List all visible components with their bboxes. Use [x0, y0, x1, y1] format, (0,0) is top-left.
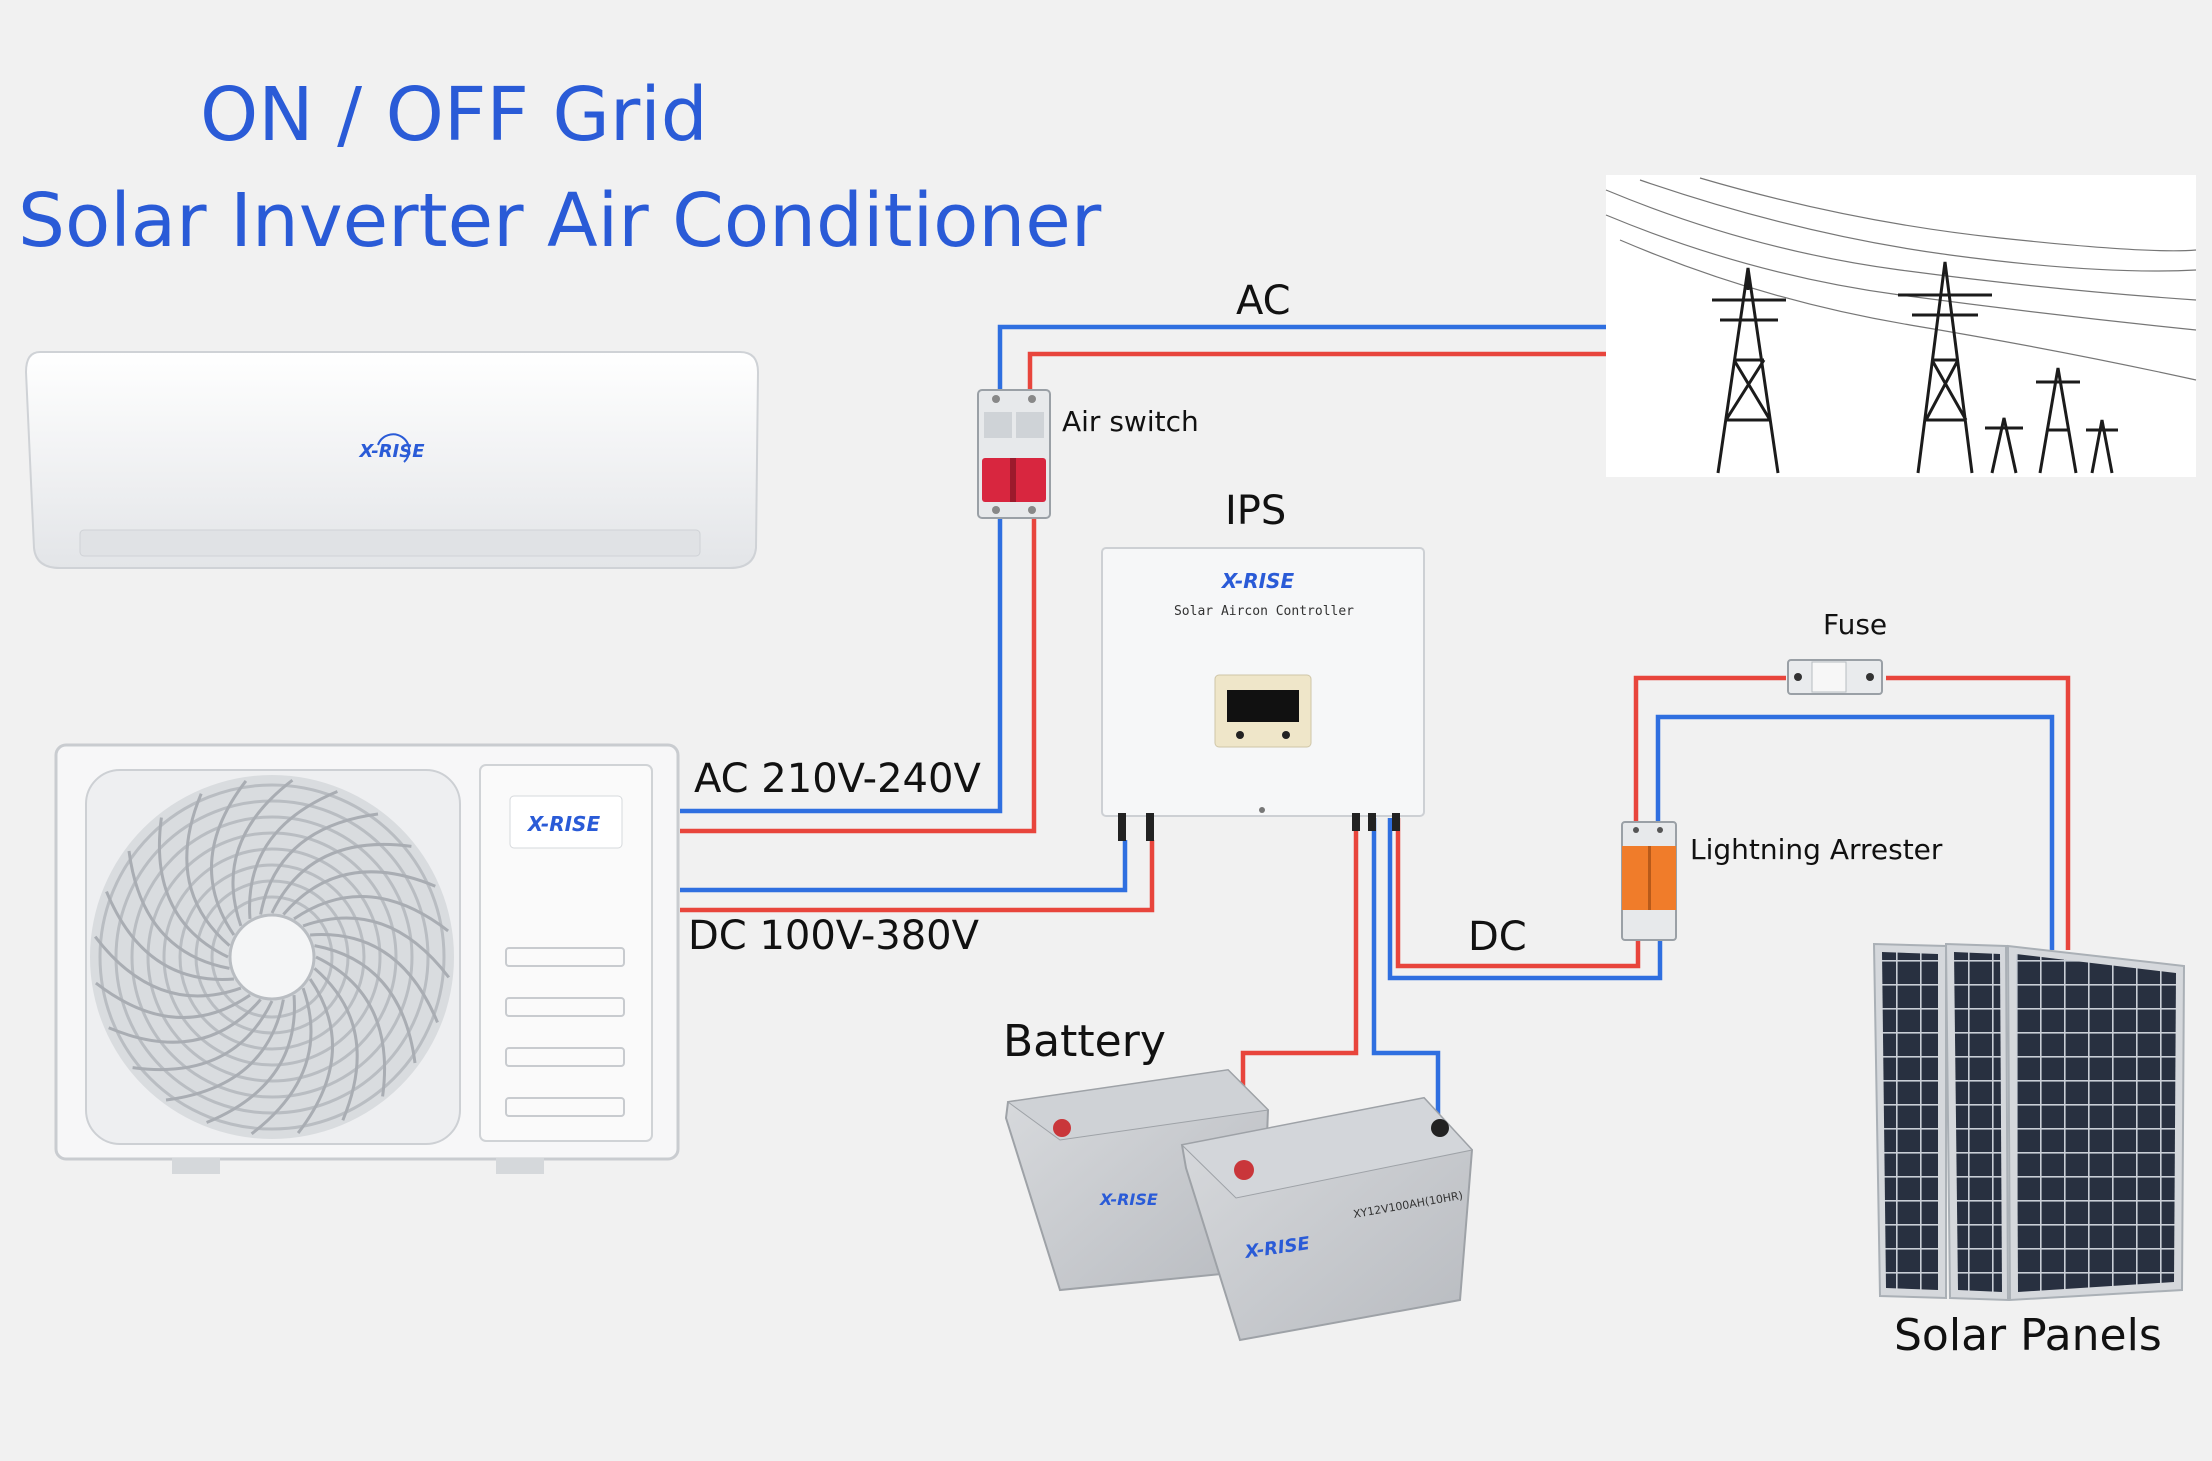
fan-guard-wire	[231, 779, 294, 927]
fan-guard	[85, 769, 461, 1145]
fuse-holder	[1787, 659, 1883, 695]
wire-arrester-negative	[1655, 714, 2055, 950]
label-ac: AC	[1236, 278, 1291, 324]
fan-guard-wire	[302, 916, 450, 979]
wire-ac-positive	[680, 512, 1037, 834]
fan-guard-ring	[210, 895, 334, 1019]
solar-panel-3	[2006, 944, 2186, 1302]
battery-back: X-RISE	[1004, 1068, 1270, 1292]
fan-guard-wire	[94, 935, 242, 998]
wire-dc-pv-positive	[1395, 818, 1641, 969]
fan-guard-wire	[250, 987, 313, 1135]
fan-guard-wire	[185, 793, 231, 947]
label-air-switch: Air switch	[1062, 405, 1199, 438]
lightning-arrester-device	[1621, 821, 1677, 941]
fan-guard-wire	[157, 817, 229, 959]
battery-front: XY12V100AH(10HR) X-RISE	[1180, 1096, 1474, 1342]
svg-text:X-RISE: X-RISE	[1099, 1190, 1158, 1209]
fan-guard-ring	[162, 847, 382, 1067]
wire-grid-negative	[997, 324, 1606, 398]
wire-arrester-positive	[1633, 675, 1786, 825]
outdoor-ac-unit: X-RISE	[54, 743, 680, 1174]
fan-guard-wire	[94, 981, 251, 1019]
power-grid	[1605, 175, 2197, 477]
fan-guard-wire	[270, 842, 412, 914]
fan-guard-wire	[313, 967, 359, 1121]
fan-guard-wire	[132, 1000, 274, 1072]
wire-battery-positive	[1240, 818, 1359, 1136]
fan-guard-wire	[210, 779, 248, 936]
wire-dc-out-positive	[680, 840, 1155, 913]
label-dc-voltage: DC 100V-380V	[688, 913, 979, 959]
fan-guard-wire	[206, 994, 296, 1124]
label-battery: Battery	[1003, 1016, 1166, 1067]
fan-guard-wire	[296, 978, 334, 1135]
fan-guard-wire	[314, 944, 417, 1064]
svg-text:X-RISE: X-RISE	[526, 812, 601, 836]
svg-text:X-RISE: X-RISE	[1220, 569, 1295, 593]
label-fuse: Fuse	[1823, 608, 1888, 641]
ips-controller-name: Solar Aircon Controller	[1174, 604, 1354, 619]
wire-fuse-to-panels	[1886, 675, 2071, 950]
wire-ac-negative	[680, 512, 1003, 814]
solar-panel-2	[1944, 942, 2010, 1302]
indoor-ac-unit: X-RISE	[24, 351, 760, 569]
fan-guard-ring	[130, 815, 414, 1099]
solar-panel-1	[1872, 942, 1947, 1300]
fan-guard-wire	[293, 895, 450, 933]
outdoor-brand-logo: X-RISE	[509, 795, 623, 849]
title-line-1: ON / OFF Grid	[200, 72, 708, 158]
label-solar-panels: Solar Panels	[1894, 1310, 2162, 1361]
fan-guard-ring	[98, 783, 446, 1131]
fan-guard-ring	[178, 863, 366, 1051]
wire-battery-negative	[1371, 818, 1441, 1126]
title-line-2: Solar Inverter Air Conditioner	[18, 178, 1102, 264]
fan-guard-ring	[114, 799, 430, 1115]
fan-guard-wire	[165, 999, 285, 1102]
wire-grid-positive	[1027, 351, 1606, 398]
fan-guard-wire	[248, 790, 338, 920]
solar-panel-array	[1872, 942, 2186, 1302]
wire-dc-out-negative	[680, 840, 1128, 893]
indoor-brand-logo: X-RISE	[358, 433, 425, 463]
battery-bank: X-RISE XY12V100AH(10HR) X-RISE	[1004, 1068, 1474, 1342]
label-lightning-arrester: Lightning Arrester	[1690, 833, 1943, 866]
label-ips: IPS	[1225, 488, 1287, 534]
fan-guard-wire	[105, 891, 235, 981]
air-switch-breaker	[977, 389, 1051, 519]
fan-guard-wire	[108, 998, 262, 1044]
svg-text:X-RISE: X-RISE	[358, 441, 425, 462]
label-ac-voltage: AC 210V-240V	[694, 756, 981, 802]
fan-guard-wire	[259, 812, 379, 915]
fan-guard-wire	[127, 850, 230, 970]
fan-guard-ring	[146, 831, 398, 1083]
fan-guard-wire	[315, 955, 387, 1097]
label-dc: DC	[1468, 914, 1527, 960]
fan-guard-wire	[282, 870, 436, 916]
wire-dc-pv-negative	[1387, 818, 1663, 981]
ips-controller: X-RISE Solar Aircon Controller	[1101, 547, 1425, 841]
fan-guard-wire	[309, 933, 439, 1023]
